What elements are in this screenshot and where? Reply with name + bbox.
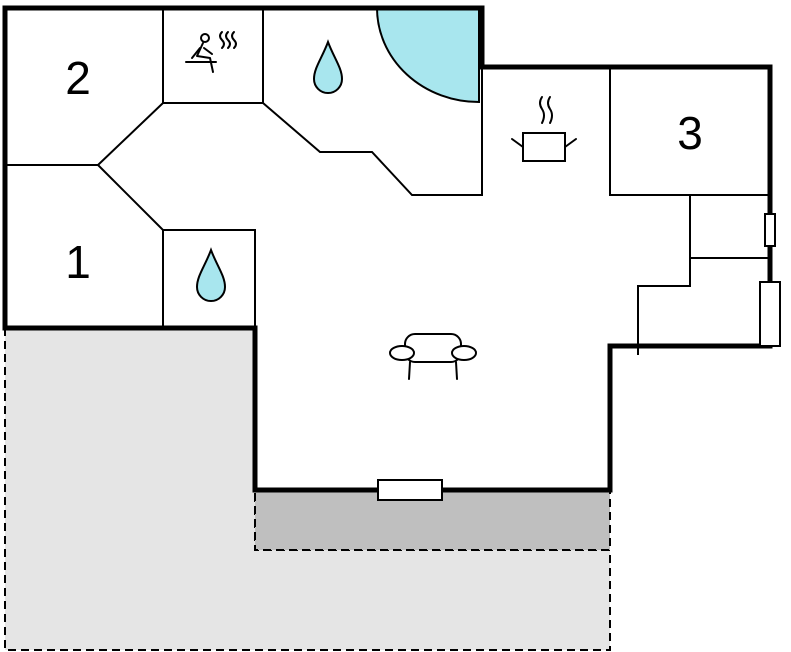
- window-south: [377, 479, 443, 501]
- window-east-upper: [764, 213, 776, 247]
- sofa-icon: [389, 333, 477, 380]
- cooking-pot-icon: [511, 96, 577, 162]
- floor-area: [5, 8, 770, 490]
- terrace-covered: [254, 489, 611, 551]
- water-drop-icon: [195, 247, 227, 302]
- sauna-icon: [185, 31, 237, 73]
- window-east-lower: [759, 281, 781, 347]
- door-swing: [375, 7, 480, 104]
- exterior-walls: [2, 5, 773, 493]
- room-label-3: 3: [677, 107, 703, 159]
- room-label-2: 2: [65, 52, 91, 104]
- water-drop-icon: [312, 39, 344, 94]
- interior-walls: [5, 8, 770, 355]
- room-label-1: 1: [65, 236, 91, 288]
